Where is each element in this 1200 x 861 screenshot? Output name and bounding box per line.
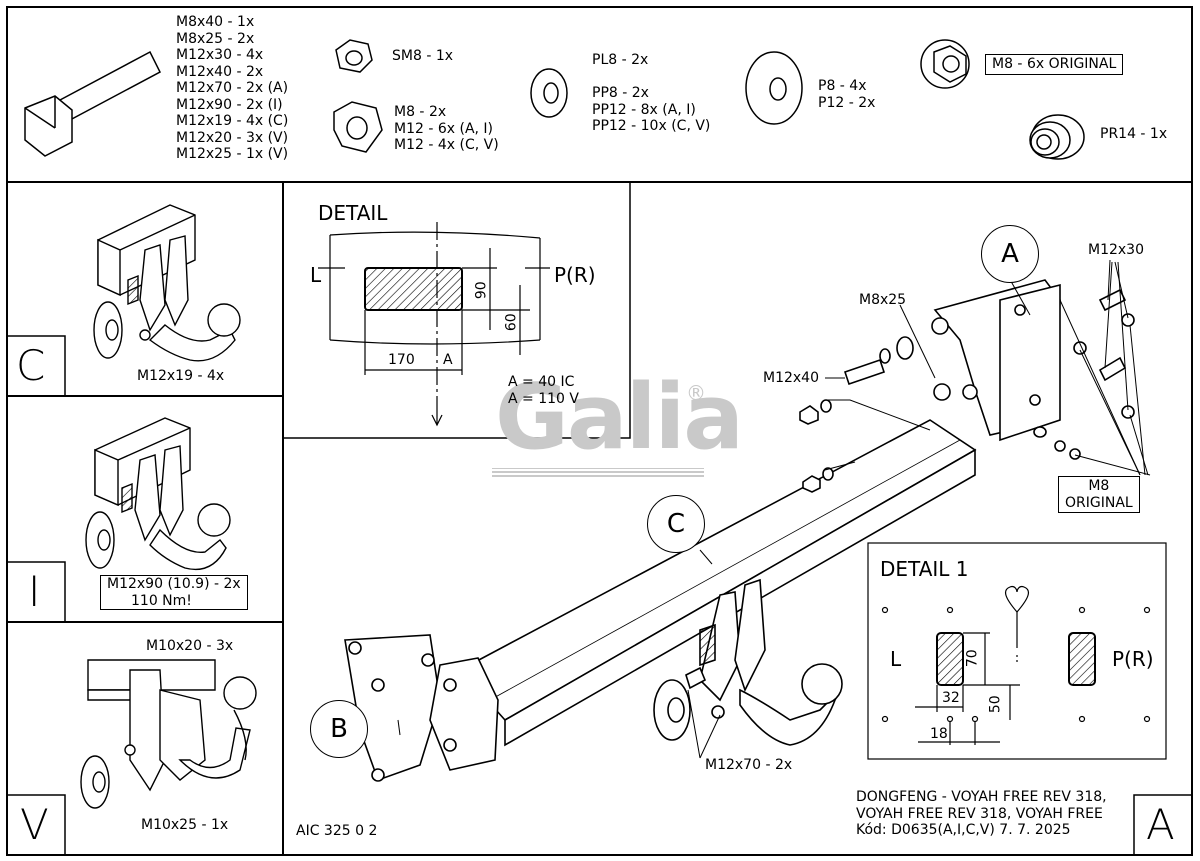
- bolt-line: M12x30 - 4x: [176, 47, 264, 63]
- bolt-list: M8x40 - 1x M8x25 - 2x M12x30 - 4x M12x40…: [176, 14, 288, 163]
- large-washer-line: P12 - 2x: [818, 94, 876, 111]
- nut-line: M12 - 6x (A, I): [394, 120, 494, 137]
- variant-v-note2: M10x25 - 1x: [141, 817, 229, 833]
- vehicle-line1: DONGFENG - VOYAH FREE REV 318,: [856, 789, 1107, 805]
- variant-i-drawing: [85, 417, 231, 571]
- washer-icon: [530, 68, 568, 118]
- washer-line: PP12 - 10x (C, V): [592, 118, 711, 134]
- washer-line: PL8 - 2x: [592, 52, 649, 68]
- hex-nut-icon: [333, 101, 383, 153]
- detail1-left: L: [890, 647, 902, 671]
- m8x25-label: M8x25: [859, 292, 907, 308]
- detail1-dim-18: 18: [930, 726, 948, 742]
- logo-text: Galia: [495, 365, 744, 470]
- detail1-title: DETAIL 1: [880, 557, 969, 581]
- bolt-line: M12x70 - 2x (A): [176, 80, 289, 96]
- vehicle-code: Kód: D0635(A,I,C,V) 7. 7. 2025: [856, 822, 1071, 838]
- variant-i-letter: I: [28, 567, 41, 616]
- detail-note1: A = 40 IC: [508, 374, 575, 390]
- detail-note2: A = 110 V: [508, 391, 579, 407]
- variant-i-torque: 110 Nm!: [131, 592, 192, 609]
- large-washer-icon: [745, 51, 803, 125]
- outer-frame: [6, 6, 1193, 856]
- bolt-line: M12x40 - 2x: [176, 63, 264, 80]
- detail1-right: P(R): [1112, 647, 1154, 671]
- m12x70-label: M12x70 - 2x: [705, 757, 793, 773]
- large-washer-list: P8 - 4x P12 - 2x: [818, 78, 875, 111]
- original-nut-label: M8 - 6x ORIGINAL: [985, 54, 1124, 75]
- galia-logo: Galia: [495, 365, 744, 470]
- detail1-frame: [867, 542, 1167, 760]
- detail-title: DETAIL: [318, 201, 388, 225]
- m8-original-box: M8 ORIGINAL: [1058, 476, 1140, 513]
- variant-v-drawing: [80, 659, 257, 809]
- bolt-line: M12x90 - 2x (I): [176, 96, 283, 113]
- variant-a-letter: A: [1146, 800, 1175, 849]
- logo-underline: [492, 468, 704, 477]
- bolt-line: M12x20 - 3x (V): [176, 129, 289, 146]
- self-nut-label: SM8 - 1x: [392, 48, 454, 64]
- label-a-circle: A: [981, 225, 1039, 283]
- variant-i-note: M12x90 (10.9) - 2x 110 Nm!: [100, 575, 248, 610]
- bolt-line: M12x25 - 1x (V): [176, 146, 289, 162]
- washer-spacer: [592, 69, 710, 86]
- washer-list: PL8 - 2x PP8 - 2x PP12 - 8x (A, I) PP12 …: [592, 52, 710, 135]
- bolt-line: M8x40 - 1x: [176, 14, 255, 30]
- vehicle-info: DONGFENG - VOYAH FREE REV 318, VOYAH FRE…: [856, 789, 1107, 839]
- detail1-drawing: [881, 585, 1151, 745]
- leader-lines: [397, 259, 1151, 759]
- detail-left: L: [310, 263, 322, 287]
- m8-original-line1: M8: [1088, 478, 1110, 494]
- nut-line: M12 - 4x (C, V): [394, 137, 499, 153]
- variant-i-bolt: M12x90 (10.9) - 2x: [107, 576, 241, 592]
- self-locking-nut-icon: [335, 39, 373, 73]
- flange-nut-icon: [920, 39, 970, 89]
- detail-cut-drawing: [318, 222, 550, 427]
- detail-right: P(R): [554, 263, 596, 287]
- washer-line: PP12 - 8x (A, I): [592, 101, 696, 118]
- nut-list: M8 - 2x M12 - 6x (A, I) M12 - 4x (C, V): [394, 104, 499, 154]
- variant-c-note: M12x19 - 4x: [137, 368, 225, 384]
- detail-dim-170: 170: [388, 352, 415, 368]
- variant-c-drawing: [93, 204, 241, 362]
- spring-label: PR14 - 1x: [1100, 126, 1168, 142]
- detail-dim-a: A: [443, 352, 453, 368]
- variant-v-letter: V: [20, 800, 49, 849]
- detail1-dim-32: 32: [942, 690, 960, 706]
- washer-line: PP8 - 2x: [592, 85, 649, 101]
- bolt-line: M12x19 - 4x (C): [176, 113, 289, 129]
- label-c-circle: C: [647, 495, 705, 553]
- bolt-line: M8x25 - 2x: [176, 30, 255, 47]
- label-b-circle: B: [310, 700, 368, 758]
- m8-original-line2: ORIGINAL: [1065, 494, 1133, 511]
- detail1-dim-50: 50: [987, 695, 1004, 714]
- large-washer-line: P8 - 4x: [818, 78, 867, 94]
- variant-v-note1: M10x20 - 3x: [146, 638, 234, 654]
- registered-mark: ®: [686, 381, 706, 405]
- towbar-assembly: [344, 279, 1135, 782]
- variant-c-letter: C: [16, 341, 46, 390]
- m12x30-label: M12x30: [1088, 242, 1144, 258]
- code-label: AIC 325 0 2: [296, 823, 378, 839]
- nut-line: M8 - 2x: [394, 104, 447, 120]
- detail1-dim-70: 70: [964, 649, 981, 668]
- vehicle-line2: VOYAH FREE REV 318, VOYAH FREE: [856, 805, 1103, 822]
- detail-dim-60: 60: [503, 313, 520, 332]
- detail-dim-90: 90: [473, 281, 490, 300]
- bolt-icon: [24, 50, 161, 157]
- spring-washer-icon: [1029, 114, 1085, 160]
- m12x40-label: M12x40: [763, 370, 819, 386]
